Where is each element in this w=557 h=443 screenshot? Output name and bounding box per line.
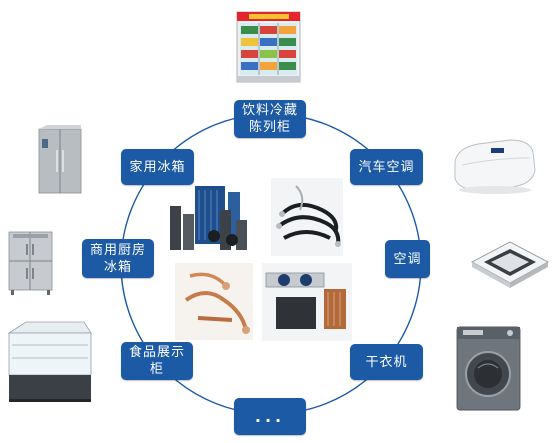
heat-exchanger-image <box>170 186 247 250</box>
node-more[interactable]: ... <box>234 398 306 435</box>
home-fridge-image <box>38 125 82 194</box>
kitchen-fridge-image <box>8 231 53 295</box>
node-home-fridge[interactable]: 家用冰箱 <box>121 149 194 185</box>
display-cabinet-image <box>7 321 92 402</box>
beverage-fridge-image <box>236 11 301 83</box>
node-display-cabinet[interactable]: 食品展示 柜 <box>121 342 193 380</box>
node-ac[interactable]: 空调 <box>385 240 430 278</box>
node-beverage-fridge[interactable]: 饮料冷藏 陈列柜 <box>234 100 306 138</box>
copper-fittings-image <box>175 263 253 340</box>
car-ac-image <box>454 139 536 194</box>
condensing-unit-image <box>262 263 352 341</box>
dryer-image <box>456 326 521 411</box>
node-car-ac[interactable]: 汽车空调 <box>350 149 423 185</box>
node-dryer[interactable]: 干衣机 <box>350 344 423 380</box>
cassette-ac-image <box>471 241 549 288</box>
hose-assembly-image <box>271 178 343 256</box>
node-kitchen-fridge[interactable]: 商用厨房 冰箱 <box>82 239 154 278</box>
